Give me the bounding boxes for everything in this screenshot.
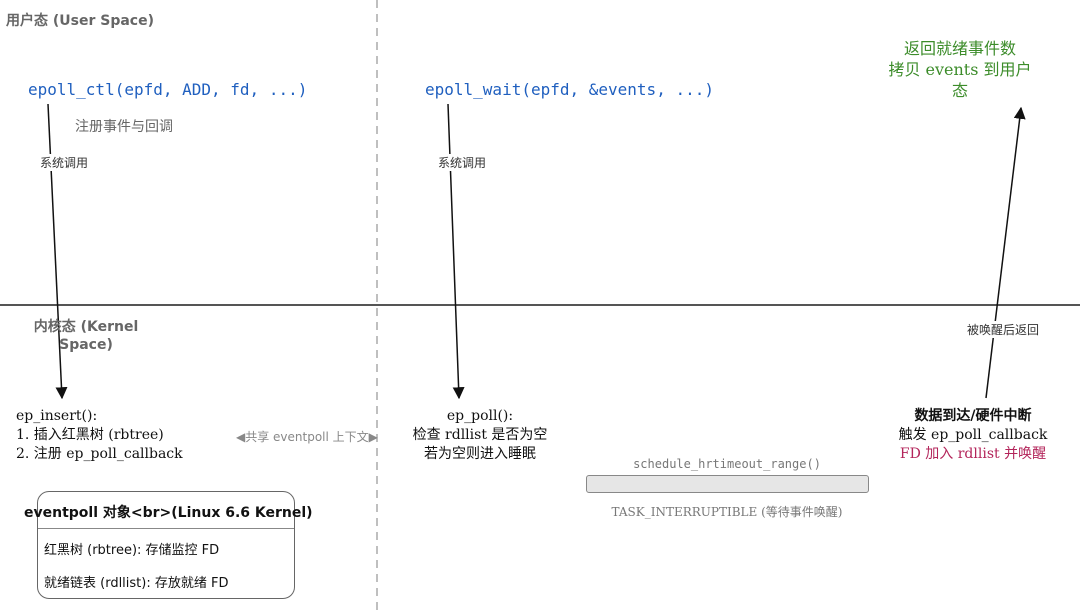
ep-insert-block: ep_insert(): 1. 插入红黑树 (rbtree) 2. 注册 ep_…: [16, 407, 183, 464]
user-space-label: 用户态 (User Space): [6, 13, 154, 29]
kernel-space-label: 内核态 (Kernel Space): [33, 319, 139, 353]
wakeup-return-arrow: [985, 106, 1026, 399]
syscall-label-left: 系统调用: [40, 154, 89, 171]
ep-insert-step-2: 2. 注册 ep_poll_callback: [16, 446, 183, 462]
task-state-label: TASK_INTERRUPTIBLE (等待事件唤醒): [611, 505, 843, 519]
woken-return-label: 被唤醒后返回: [967, 321, 1040, 338]
ep-poll-block: ep_poll(): 检查 rdllist 是否为空 若为空则进入睡眠: [380, 407, 580, 464]
ep-poll-line-1: 检查 rdllist 是否为空: [412, 427, 548, 443]
return-events-note: 返回就绪事件数 拷贝 events 到用户 态: [860, 38, 1060, 101]
interrupt-title: 数据到达/硬件中断: [914, 408, 1032, 424]
eventpoll-box-header: eventpoll 对象<br>(Linux 6.6 Kernel): [24, 505, 313, 521]
eventpoll-object-box: eventpoll 对象<br>(Linux 6.6 Kernel) 红黑树 (…: [24, 491, 313, 599]
register-note: 注册事件与回调: [75, 119, 173, 135]
interrupt-line-1: 触发 ep_poll_callback: [898, 427, 1048, 443]
sleep-bar: [586, 475, 869, 493]
ep-insert-step-1: 1. 插入红黑树 (rbtree): [16, 427, 164, 443]
return-line-2: 拷贝 events 到用户: [888, 60, 1032, 79]
epoll-ctl-call: epoll_ctl(epfd, ADD, fd, ...): [28, 80, 308, 99]
return-line-3: 态: [951, 81, 968, 100]
eventpoll-box-divider: [38, 528, 294, 529]
ep-poll-title: ep_poll():: [446, 408, 514, 424]
syscall-label-mid: 系统调用: [438, 154, 487, 171]
epoll-wait-call: epoll_wait(epfd, &events, ...): [425, 80, 714, 99]
ep-insert-title: ep_insert():: [16, 408, 98, 424]
syscall-arrow-mid: [447, 103, 465, 400]
shared-context-label: ◀共享 eventpoll 上下文▶: [236, 430, 378, 444]
interrupt-block: 数据到达/硬件中断 触发 ep_poll_callback FD 加入 rdll…: [868, 407, 1078, 464]
interrupt-line-2: FD 加入 rdllist 并唤醒: [899, 446, 1047, 462]
ep-poll-line-2: 若为空则进入睡眠: [424, 446, 536, 462]
schedule-label: schedule_hrtimeout_range(): [633, 457, 821, 471]
syscall-arrow-left: [47, 103, 68, 400]
return-line-1: 返回就绪事件数: [903, 39, 1016, 58]
eventpoll-rdllist-row: 就绪链表 (rdllist): 存放就绪 FD: [44, 576, 229, 591]
eventpoll-rbtree-row: 红黑树 (rbtree): 存储监控 FD: [44, 543, 220, 558]
